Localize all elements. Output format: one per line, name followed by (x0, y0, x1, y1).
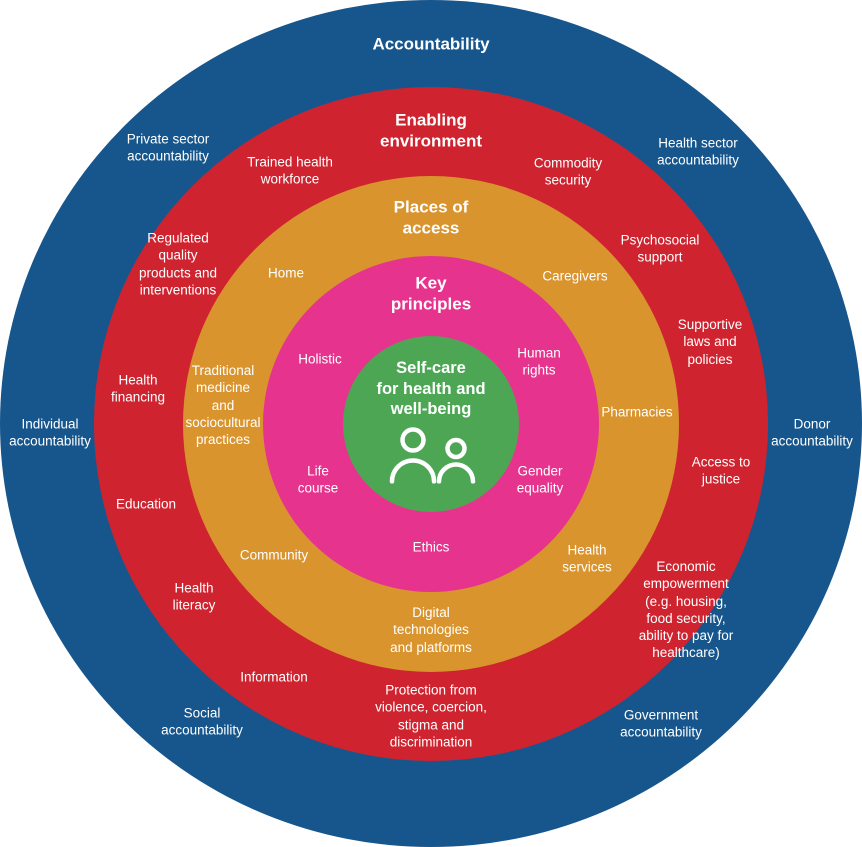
label-education: Education (115, 496, 177, 512)
label-protection-from-violence-coercion-stigma-and-dis: Protection from violence, coercion, stig… (375, 682, 487, 750)
person-body-icon (389, 458, 437, 484)
person-head-icon (400, 427, 426, 453)
label-health-sector-accountability: Health sector accountability (657, 135, 739, 168)
label-community: Community (239, 547, 309, 563)
label-holistic: Holistic (298, 351, 342, 367)
label-commodity-security: Commodity security (533, 155, 603, 188)
two-people-icon (377, 426, 485, 489)
label-health-services: Health services (562, 542, 612, 575)
label-life-course: Life course (297, 463, 339, 496)
ring-title-places-of-access: Places of access (393, 197, 469, 237)
label-government-accountability: Government accountability (620, 707, 702, 740)
label-private-sector-accountability: Private sector accountability (126, 131, 210, 164)
label-social-accountability: Social accountability (161, 705, 243, 738)
label-information: Information (240, 669, 308, 685)
ring-title-key-principles: Key principles (390, 273, 472, 313)
label-human-rights: Human rights (517, 345, 561, 378)
label-pharmacies: Pharmacies (601, 404, 673, 420)
label-gender-equality: Gender equality (516, 463, 564, 496)
label-access-to-justice: Access to justice (691, 454, 751, 487)
label-traditional-medicine-and-sociocultural-practices: Traditional medicine and sociocultural p… (185, 362, 261, 447)
label-health-financing: Health financing (110, 372, 166, 405)
label-ethics: Ethics (412, 539, 450, 555)
center-label: Self-care for health and well-being (376, 359, 486, 419)
label-digital-technologies-and-platforms: Digital technologies and platforms (390, 605, 472, 655)
label-donor-accountability: Donor accountability (771, 416, 853, 449)
label-trained-health-workforce: Trained health workforce (247, 154, 333, 187)
label-psychosocial-support: Psychosocial support (620, 232, 700, 265)
label-health-literacy: Health literacy (172, 580, 216, 613)
label-supportive-laws-and-policies: Supportive laws and policies (677, 317, 743, 367)
ring-title-accountability: Accountability (372, 34, 490, 54)
label-caregivers: Caregivers (542, 268, 608, 284)
label-regulated-quality-products-and-interventions: Regulated quality products and intervent… (138, 230, 218, 298)
label-home: Home (267, 265, 305, 281)
person-body-icon (436, 462, 476, 484)
label-economic-empowerment-e-g-housing-food-security-a: Economic empowerment (e.g. housing, food… (638, 559, 734, 661)
center-circle (343, 335, 519, 512)
label-individual-accountability: Individual accountability (9, 416, 91, 449)
ring-title-enabling-environment: Enabling environment (379, 110, 483, 150)
person-head-icon (445, 437, 467, 460)
